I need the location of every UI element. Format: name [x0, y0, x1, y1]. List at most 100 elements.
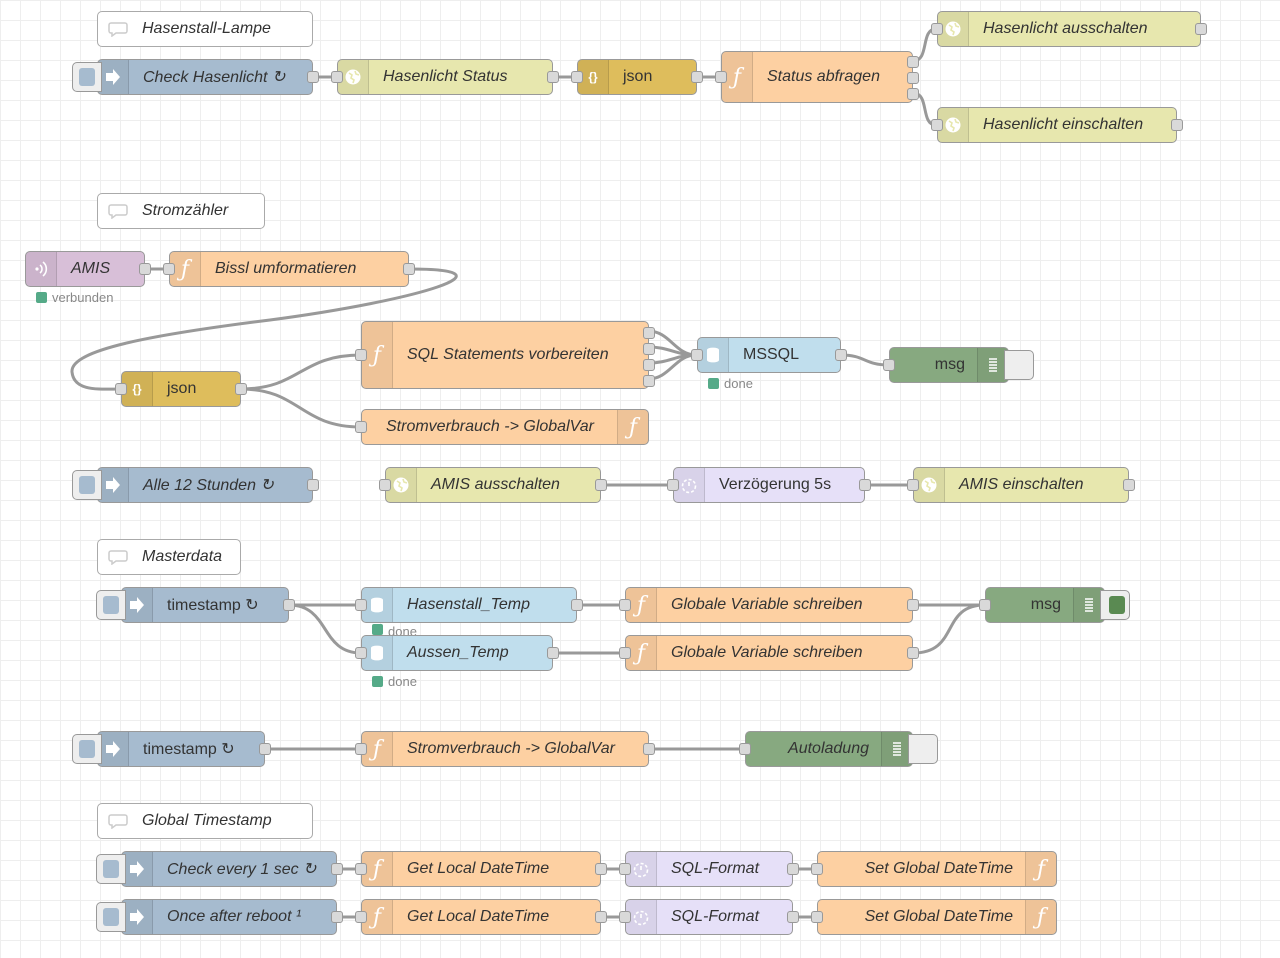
input-port[interactable] [715, 71, 727, 83]
output-port[interactable] [835, 349, 847, 361]
inject-trigger-button[interactable] [72, 734, 102, 764]
output-port[interactable] [283, 599, 295, 611]
function-node-sql-statements[interactable]: ƒ SQL Statements vorbereiten [355, 321, 655, 389]
delay-node-verzoegerung[interactable]: Verzögerung 5s [667, 467, 871, 503]
output-port-4[interactable] [643, 375, 655, 387]
inject-trigger-button[interactable] [96, 590, 126, 620]
output-port[interactable] [259, 743, 271, 755]
node-sql-format-2[interactable]: SQL-Format [619, 899, 799, 935]
output-port[interactable] [235, 383, 247, 395]
http-node-hasenlicht-status[interactable]: Hasenlicht Status [331, 59, 559, 95]
function-node-get-local-datetime-2[interactable]: ƒ Get Local DateTime [355, 899, 607, 935]
inject-node-check-every-1-sec[interactable]: Check every 1 sec ↻ [96, 851, 343, 887]
inject-node-alle-12-stunden[interactable]: Alle 12 Stunden ↻ [72, 467, 319, 503]
input-port[interactable] [163, 263, 175, 275]
output-port[interactable] [859, 479, 871, 491]
output-port-1[interactable] [643, 327, 655, 339]
input-port[interactable] [619, 911, 631, 923]
output-port[interactable] [595, 863, 607, 875]
mqtt-node-amis[interactable]: AMIS verbunden [25, 251, 151, 305]
output-port[interactable] [331, 911, 343, 923]
output-port-2[interactable] [907, 72, 919, 84]
http-node-hasenlicht-einschalten[interactable]: Hasenlicht einschalten [931, 107, 1183, 143]
input-port[interactable] [355, 863, 367, 875]
input-port[interactable] [907, 479, 919, 491]
input-port[interactable] [931, 119, 943, 131]
function-node-set-global-datetime-1[interactable]: Set Global DateTime ƒ [811, 851, 1057, 887]
http-node-amis-ausschalten[interactable]: AMIS ausschalten [379, 467, 607, 503]
input-port[interactable] [355, 647, 367, 659]
output-port[interactable] [787, 863, 799, 875]
database-node-hasenstall-temp[interactable]: Hasenstall_Temp done [355, 587, 583, 635]
function-node-bissl-umformatieren[interactable]: ƒ Bissl umformatieren [163, 251, 415, 287]
input-port[interactable] [355, 349, 367, 361]
inject-trigger-button[interactable] [96, 854, 126, 884]
mssql-node[interactable]: MSSQL done [691, 337, 847, 391]
input-port[interactable] [811, 911, 823, 923]
function-node-set-global-datetime-2[interactable]: Set Global DateTime ƒ [811, 899, 1057, 935]
inject-node-timestamp-masterdata[interactable]: timestamp ↻ [96, 587, 295, 623]
output-port-3[interactable] [907, 88, 919, 100]
debug-node-autoladung[interactable]: Autoladung [739, 731, 938, 767]
node-sql-format-1[interactable]: SQL-Format [619, 851, 799, 887]
input-port[interactable] [931, 23, 943, 35]
output-port[interactable] [139, 263, 151, 275]
output-port[interactable] [595, 911, 607, 923]
output-port[interactable] [403, 263, 415, 275]
comment-masterdata[interactable]: Masterdata [97, 539, 241, 575]
inject-trigger-button[interactable] [72, 62, 102, 92]
comment-hasenstall-lampe[interactable]: Hasenstall-Lampe [97, 11, 313, 47]
input-port[interactable] [811, 863, 823, 875]
input-port[interactable] [979, 599, 991, 611]
function-node-stromverbrauch-autoladung[interactable]: ƒ Stromverbrauch -> GlobalVar [355, 731, 655, 767]
output-port[interactable] [1195, 23, 1207, 35]
debug-toggle-button[interactable] [1100, 590, 1130, 620]
comment-stromzaehler[interactable]: Stromzähler [97, 193, 265, 229]
database-node-aussen-temp[interactable]: Aussen_Temp done [355, 635, 559, 689]
http-node-amis-einschalten[interactable]: AMIS einschalten [907, 467, 1135, 503]
inject-trigger-button[interactable] [96, 902, 126, 932]
output-port[interactable] [643, 743, 655, 755]
inject-node-timestamp-autoladung[interactable]: timestamp ↻ [72, 731, 271, 767]
debug-toggle-button[interactable] [1004, 350, 1034, 380]
inject-node-check-hasenlicht[interactable]: Check Hasenlicht ↻ [72, 59, 319, 95]
input-port[interactable] [115, 383, 127, 395]
debug-toggle-button[interactable] [908, 734, 938, 764]
output-port[interactable] [1123, 479, 1135, 491]
input-port[interactable] [691, 349, 703, 361]
json-node-hasenstall[interactable]: {} json [571, 59, 703, 95]
output-port[interactable] [907, 599, 919, 611]
input-port[interactable] [379, 479, 391, 491]
input-port[interactable] [667, 479, 679, 491]
input-port[interactable] [331, 71, 343, 83]
input-port[interactable] [883, 359, 895, 371]
output-port[interactable] [595, 479, 607, 491]
inject-trigger-button[interactable] [72, 470, 102, 500]
function-node-stromverbrauch-globalvar[interactable]: Stromverbrauch -> GlobalVar ƒ [355, 409, 649, 445]
function-node-status-abfragen[interactable]: ƒ Status abfragen [715, 51, 919, 103]
output-port-3[interactable] [643, 359, 655, 371]
output-port[interactable] [547, 647, 559, 659]
http-node-hasenlicht-ausschalten[interactable]: Hasenlicht ausschalten [931, 11, 1207, 47]
input-port[interactable] [619, 647, 631, 659]
output-port[interactable] [907, 647, 919, 659]
output-port-1[interactable] [907, 56, 919, 68]
output-port[interactable] [691, 71, 703, 83]
output-port[interactable] [307, 71, 319, 83]
function-node-globale-variable-1[interactable]: ƒ Globale Variable schreiben [619, 587, 919, 623]
input-port[interactable] [619, 863, 631, 875]
debug-node-msg[interactable]: msg [883, 347, 1034, 383]
input-port[interactable] [355, 599, 367, 611]
input-port[interactable] [355, 421, 367, 433]
output-port[interactable] [1171, 119, 1183, 131]
comment-global-timestamp[interactable]: Global Timestamp [97, 803, 313, 839]
json-node-stromzaehler[interactable]: {} json [115, 371, 247, 407]
output-port[interactable] [307, 479, 319, 491]
input-port[interactable] [355, 743, 367, 755]
debug-node-msg-masterdata[interactable]: msg [979, 587, 1130, 623]
output-port[interactable] [787, 911, 799, 923]
inject-node-once-after-reboot[interactable]: Once after reboot ¹ [96, 899, 343, 935]
input-port[interactable] [739, 743, 751, 755]
output-port[interactable] [331, 863, 343, 875]
output-port[interactable] [547, 71, 559, 83]
